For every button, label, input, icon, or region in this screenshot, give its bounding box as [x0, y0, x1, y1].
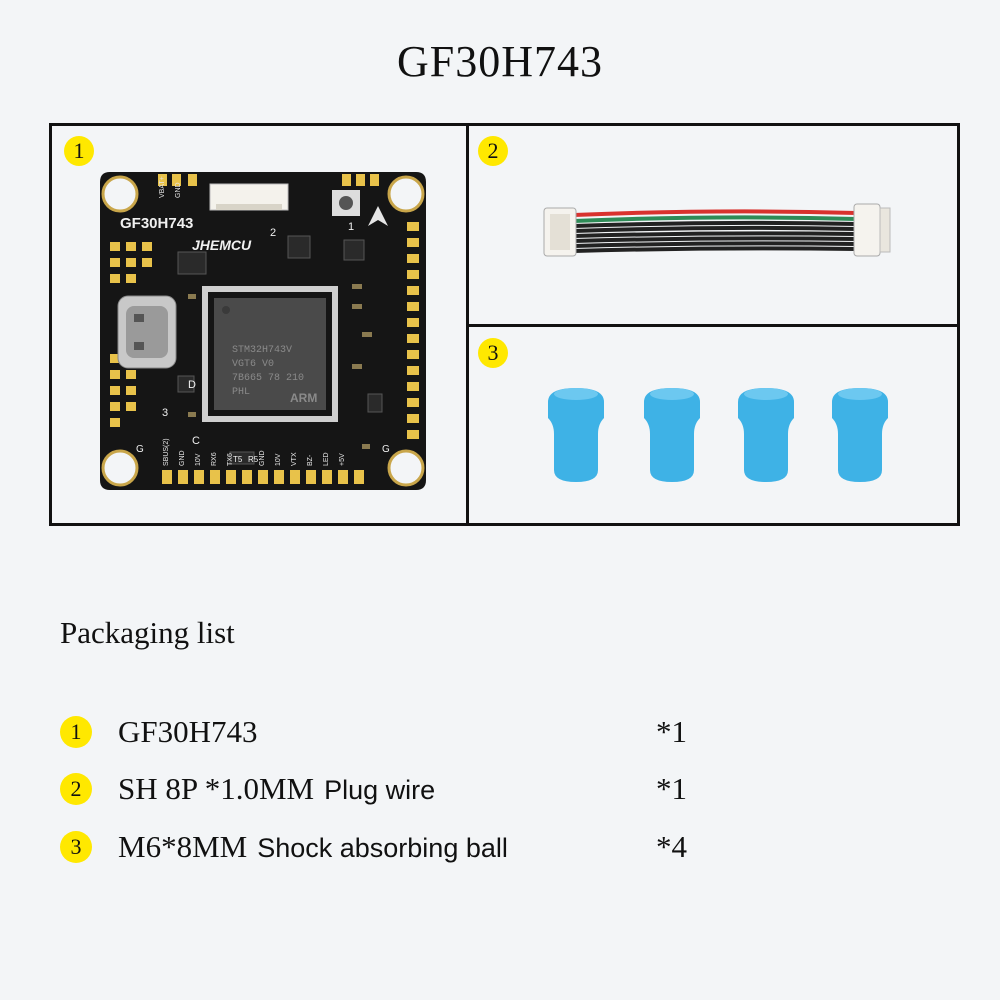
pad-mark: D	[188, 379, 196, 391]
pin-label: 10V	[195, 453, 202, 466]
panel-1-badge: 1	[64, 136, 94, 166]
packaging-item: 2 SH 8P *1.0MM Plug wire *1	[60, 771, 940, 811]
damper-ball	[738, 388, 794, 482]
item-name: GF30H743	[118, 714, 258, 749]
mcu-label: STM32H743V	[232, 345, 292, 356]
item-quantity: *1	[656, 714, 687, 749]
pin-label: BZ-	[307, 454, 314, 466]
mcu-origin-label: PHL	[232, 387, 250, 398]
pin-label: GND	[179, 450, 186, 466]
pad-mark: 1	[348, 221, 354, 233]
pad-mark: T5	[233, 455, 243, 464]
product-grid: 1	[49, 123, 960, 526]
mcu-lot-label: 7B665 78 210	[232, 373, 304, 384]
pad-mark: 3	[162, 407, 168, 419]
item-number-badge: 1	[60, 716, 92, 748]
panel-3-badge: 3	[478, 338, 508, 368]
pin-label: TX6	[227, 453, 234, 466]
damper-ball	[832, 388, 888, 482]
pad-mark: C	[192, 435, 200, 447]
pin-label: VTX	[291, 452, 298, 466]
pin-label: 10V	[275, 453, 282, 466]
plug-wire-image	[543, 203, 891, 257]
arm-logo-label: ARM	[290, 391, 317, 405]
item-number-badge: 2	[60, 773, 92, 805]
panel-2-badge: 2	[478, 136, 508, 166]
pin-label: RX6	[211, 452, 218, 466]
pin-label: SBUS(2)	[163, 438, 170, 466]
pin-label: GND	[175, 182, 182, 198]
item-quantity: *1	[656, 771, 687, 806]
mcu-code-label: VGT6 V0	[232, 359, 274, 370]
item-quantity: *4	[656, 829, 687, 864]
packaging-list-title: Packaging list	[60, 615, 235, 650]
flight-controller-image: GF30H743 JHEMCU 2 1 3 D C G G T5 R5 STM3…	[100, 172, 426, 490]
shock-absorbing-balls-image	[548, 388, 888, 482]
pin-label: VBAT+	[159, 176, 166, 198]
pad-mark: G	[382, 444, 390, 455]
pad-mark: 2	[270, 227, 276, 239]
packaging-item: 3 M6*8MM Shock absorbing ball *4	[60, 829, 940, 869]
item-number-badge: 3	[60, 831, 92, 863]
item-description: Shock absorbing ball	[257, 833, 508, 863]
pad-mark: R5	[248, 455, 259, 464]
damper-ball	[644, 388, 700, 482]
packaging-item: 1 GF30H743 *1	[60, 714, 940, 754]
item-description: Plug wire	[324, 775, 436, 805]
board-brand-label: JHEMCU	[192, 237, 252, 253]
damper-ball	[548, 388, 604, 482]
pad-mark: G	[136, 444, 144, 455]
page-title: GF30H743	[396, 37, 604, 86]
board-name-label: GF30H743	[120, 215, 193, 232]
pin-label: GND	[259, 450, 266, 466]
item-name: M6*8MM	[118, 829, 248, 864]
pin-label: LED	[323, 452, 330, 466]
pin-label: +5V	[339, 453, 346, 466]
grid-divider-horizontal	[466, 324, 960, 327]
item-name: SH 8P *1.0MM	[118, 771, 315, 806]
